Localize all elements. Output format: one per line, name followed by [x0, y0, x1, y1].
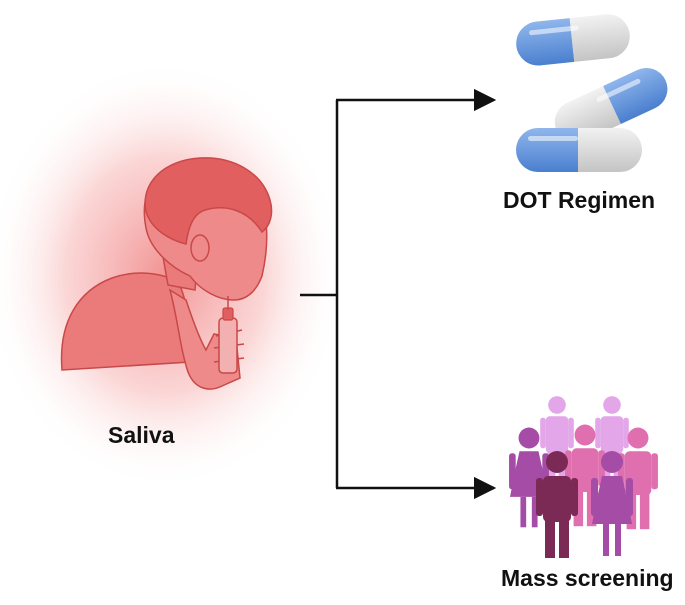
pills-icon [516, 14, 668, 172]
crowd-person [536, 451, 578, 558]
crowd-person [591, 451, 633, 556]
person-spitting-icon [60, 157, 273, 390]
saliva-label: Saliva [108, 422, 175, 448]
dot-regimen-label: DOT Regimen [503, 187, 656, 213]
mass-screening-label: Mass screening [501, 565, 674, 591]
crowd-icon [509, 396, 658, 558]
branch-connector [300, 100, 339, 488]
saliva-tube-icon [218, 296, 238, 374]
